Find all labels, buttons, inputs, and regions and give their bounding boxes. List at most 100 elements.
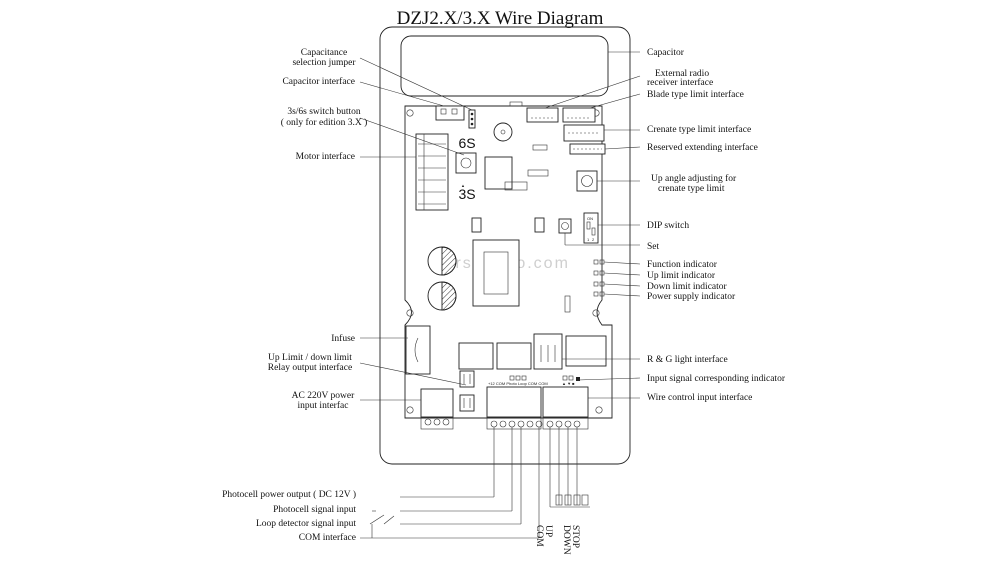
label-blade-limit: Blade type limit interface xyxy=(647,89,744,100)
terminal-base xyxy=(542,416,589,430)
dip-lever-1 xyxy=(586,221,591,230)
leader-lines-right xyxy=(544,51,641,399)
transformer-core xyxy=(483,251,509,295)
pin xyxy=(451,108,458,115)
angle-pot[interactable] xyxy=(576,170,598,192)
mount-hole xyxy=(406,406,414,414)
set-button-cap xyxy=(561,222,569,230)
top-component xyxy=(509,101,523,107)
motor-interface-terminal xyxy=(415,133,449,211)
external-radio-connector xyxy=(526,107,559,123)
label-motor-interface: Motor interface xyxy=(296,151,355,162)
jumper-pin xyxy=(470,117,474,121)
terminal-right-text: ▲ ▼ ■ xyxy=(562,381,575,386)
cap-polarity xyxy=(441,281,457,311)
label-infuse: Infuse xyxy=(331,333,355,344)
enclosure-outline xyxy=(379,26,631,465)
mount-hole xyxy=(406,309,414,317)
label-external-radio-1: External radio xyxy=(655,69,709,79)
label-photocell-signal: Photocell signal input xyxy=(273,505,356,515)
label-function-indicator: Function indicator xyxy=(647,260,718,270)
capacitor-interface-connector xyxy=(435,105,465,121)
label-up-angle-1: Up angle adjusting for xyxy=(651,173,737,184)
mount-hole xyxy=(406,109,414,117)
six-s-mark: 6S xyxy=(458,135,475,151)
label-com-interface: COM interface xyxy=(299,532,356,543)
indicator-leds xyxy=(593,259,605,297)
terminal-screws xyxy=(490,420,581,428)
labels-left: Capacitance selection jumper Capacitor i… xyxy=(222,48,367,543)
label-down-limit-indicator: Down limit indicator xyxy=(647,282,728,292)
dip-switch[interactable] xyxy=(583,212,599,244)
label-loop-detector: Loop detector signal input xyxy=(256,519,356,529)
label-input-signal-indicator: Input signal corresponding indicator xyxy=(647,374,786,384)
label-external-radio-2: receiver interface xyxy=(647,77,713,88)
fuse-holder xyxy=(405,325,431,375)
label-wire-control: Wire control input interface xyxy=(647,392,752,403)
diagram-title: DZJ2.X/3.X Wire Diagram xyxy=(397,8,604,29)
label-up: UP xyxy=(543,525,553,537)
dip-lever-2 xyxy=(591,227,596,236)
relay-small xyxy=(534,217,545,233)
label-cap-jumper-1: Capacitance xyxy=(301,48,347,58)
relay-small xyxy=(471,217,482,233)
label-photocell-power: Photocell power output ( DC 12V ) xyxy=(222,489,356,500)
switch-arrow-mark: ▲ xyxy=(461,183,465,188)
ac-power-terminal xyxy=(420,388,454,418)
jumper-pin xyxy=(470,122,474,126)
switch-button[interactable] xyxy=(455,152,477,174)
terminal-left-text: +12 COM Photo Loop COM COM xyxy=(488,381,548,386)
relay-rg xyxy=(565,335,607,367)
label-switch-button-2: ( only for edition 3.X ) xyxy=(281,117,368,128)
blade-limit-connector xyxy=(562,107,596,123)
labels-right: Capacitor External radio receiver interf… xyxy=(647,48,786,403)
label-stop: STOP xyxy=(570,525,580,548)
wire-control-terminal xyxy=(542,386,589,418)
angle-pot-knob xyxy=(581,175,593,187)
dip-1-mark: 1 xyxy=(587,237,590,242)
dip-on-mark: ON xyxy=(587,216,593,221)
label-ac-power-2: input interfac xyxy=(298,400,349,411)
relay-output-connector xyxy=(459,370,475,388)
leader-lines-left xyxy=(359,57,473,401)
screw xyxy=(442,418,450,426)
label-power-supply-indicator: Power supply indicator xyxy=(647,292,736,302)
three-s-mark: 3S xyxy=(458,186,475,202)
ic-chip xyxy=(484,156,513,190)
label-down: DOWN xyxy=(561,525,571,555)
label-relay-output-2: Relay output interface xyxy=(268,362,352,373)
screw xyxy=(433,418,441,426)
label-capacitor: Capacitor xyxy=(647,48,685,58)
resistor xyxy=(527,169,549,177)
relay-output-connector-2 xyxy=(459,394,475,412)
pin xyxy=(440,108,447,115)
set-button[interactable] xyxy=(558,218,572,234)
transformer xyxy=(472,239,520,307)
relay-down-limit xyxy=(496,342,532,370)
label-crenate-limit: Crenate type limit interface xyxy=(647,124,751,135)
label-dip-switch: DIP switch xyxy=(647,221,689,231)
buzzer xyxy=(493,122,513,142)
label-set: Set xyxy=(647,242,660,252)
resistor xyxy=(532,144,548,151)
buzzer-center xyxy=(500,129,506,135)
label-up-limit-indicator: Up limit indicator xyxy=(647,271,716,281)
cap-polarity xyxy=(441,246,457,276)
resistor xyxy=(504,181,528,191)
label-switch-button-1: 3s/6s switch button xyxy=(287,107,361,117)
relay-up-limit xyxy=(458,342,494,370)
external-wiring xyxy=(360,427,590,539)
resistor xyxy=(564,295,571,313)
screw xyxy=(424,418,432,426)
terminal-base xyxy=(486,416,542,430)
label-rg-light: R & G light interface xyxy=(647,354,728,365)
reserved-connector xyxy=(569,143,606,155)
capacitor xyxy=(400,35,609,97)
mount-hole xyxy=(592,309,600,317)
photocell-loop-terminal xyxy=(486,386,542,418)
label-ac-power-1: AC 220V power xyxy=(292,391,355,401)
label-reserved: Reserved extending interface xyxy=(647,142,758,153)
label-cap-jumper-2: selection jumper xyxy=(292,58,356,68)
